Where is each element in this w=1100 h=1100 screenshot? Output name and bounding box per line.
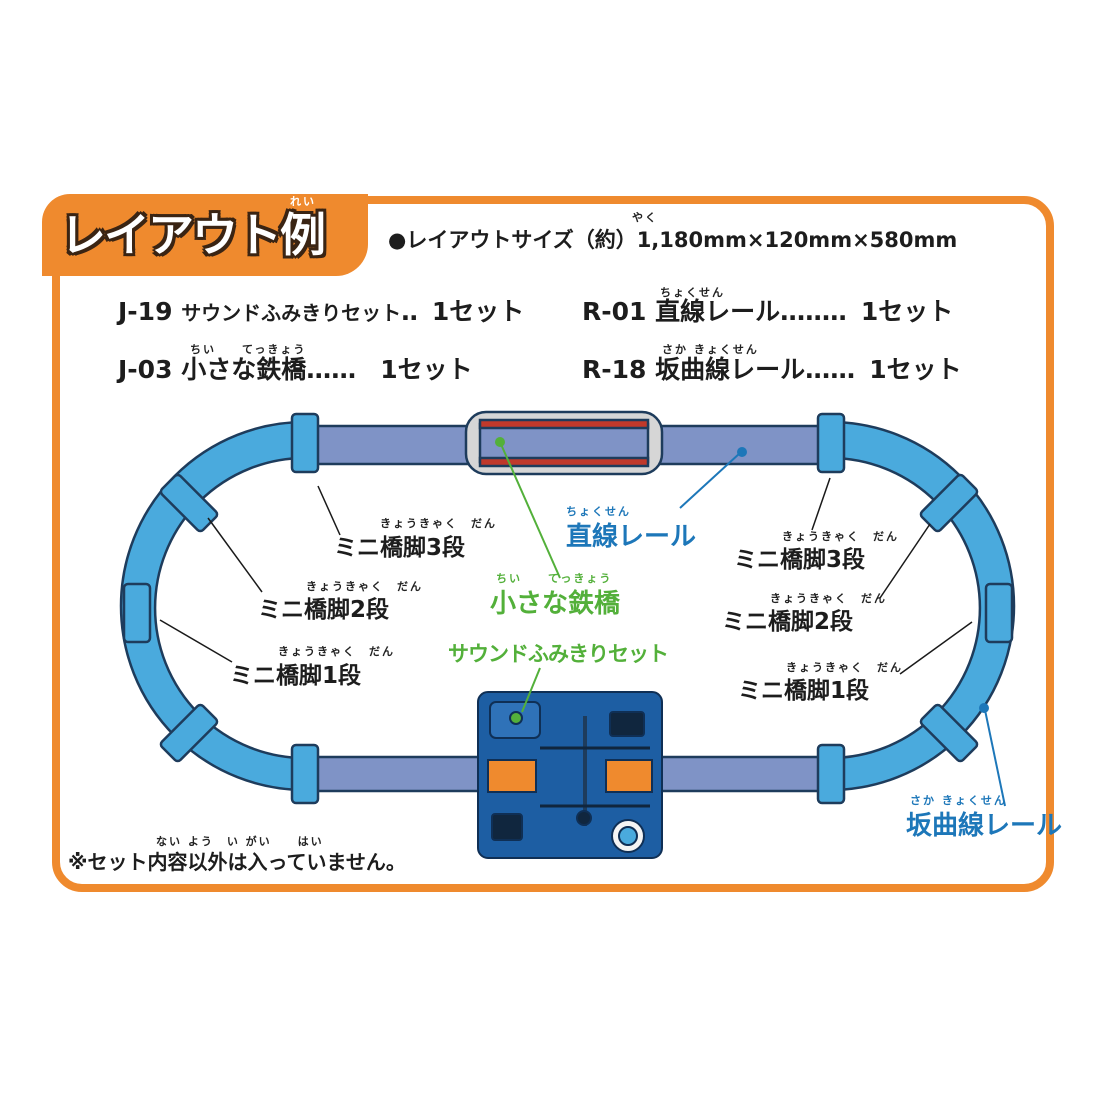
pier-right-upper [919, 473, 979, 533]
layout-size: ●レイアウトサイズ（約）1,180mm×120mm×580mm [388, 228, 958, 252]
footnote: ※セット内容以外は入っていません。 [68, 850, 406, 874]
label-pier1-left: ミニ橋脚1段 [230, 663, 362, 689]
bridge-ruby: ちい てっきょう [496, 572, 613, 585]
parts-item-j03: J-03 小さな鉄橋‥‥‥1セット [118, 355, 473, 384]
parts-ruby-r18: さか きょくせん [662, 343, 759, 356]
parts-item-r01: R-01 直線レール‥‥‥‥1セット [582, 297, 954, 326]
pier2-left-ruby: きょうきゃく だん [306, 580, 423, 593]
note-ruby: ない よう い がい はい [156, 835, 324, 848]
label-small-bridge: 小さな鉄橋 [490, 589, 621, 619]
pier-top-left [290, 412, 320, 474]
title-tab [42, 194, 368, 276]
parts-ruby-r01: ちょくせん [660, 286, 725, 299]
page-title: レイアウト例 [60, 208, 326, 262]
label-curve-rail: 坂曲線レール [906, 811, 1063, 841]
pier3-right-ruby: きょうきゃく だん [782, 530, 899, 543]
pier-right-lower [919, 703, 979, 763]
pier-left-mid [122, 582, 152, 644]
pier-left-upper [159, 473, 219, 533]
label-straight-rail: 直線レール [566, 522, 697, 552]
bottom-straight-left [303, 755, 482, 793]
pier1-right-ruby: きょうきゃく だん [786, 661, 903, 674]
pier-bottom-left [290, 743, 320, 805]
label-pier2-right: ミニ橋脚2段 [722, 609, 854, 635]
layout-size-ruby: やく [632, 211, 658, 224]
straight-ruby: ちょくせん [566, 505, 631, 518]
pier-left-lower [159, 703, 219, 763]
title-ruby: れい [290, 195, 316, 208]
pier2-right-ruby: きょうきゃく だん [770, 592, 887, 605]
pier-bottom-right [816, 743, 846, 805]
parts-item-r18: R-18 坂曲線レール‥‥‥1セット [582, 355, 962, 384]
label-crossing-set: サウンドふみきりセット [448, 642, 669, 666]
pier-right-mid [984, 582, 1014, 644]
top-straight-right [648, 424, 832, 466]
parts-item-j19: J-19 サウンドふみきりセット‥1セット [118, 297, 525, 326]
label-pier2-left: ミニ橋脚2段 [258, 597, 390, 623]
pier1-left-ruby: きょうきゃく だん [278, 645, 395, 658]
pier3-left-ruby: きょうきゃく だん [380, 517, 497, 530]
sound-crossing-set [477, 691, 663, 859]
bottom-straight-right [648, 755, 832, 793]
label-pier1-right: ミニ橋脚1段 [738, 678, 870, 704]
label-pier3-left: ミニ橋脚3段 [334, 535, 466, 561]
curve-ruby: さか きょくせん [910, 794, 1007, 807]
pier-top-right [816, 412, 846, 474]
label-pier3-right: ミニ橋脚3段 [734, 547, 866, 573]
parts-ruby-j03: ちい てっきょう [190, 343, 307, 356]
top-straight-left [303, 424, 482, 466]
